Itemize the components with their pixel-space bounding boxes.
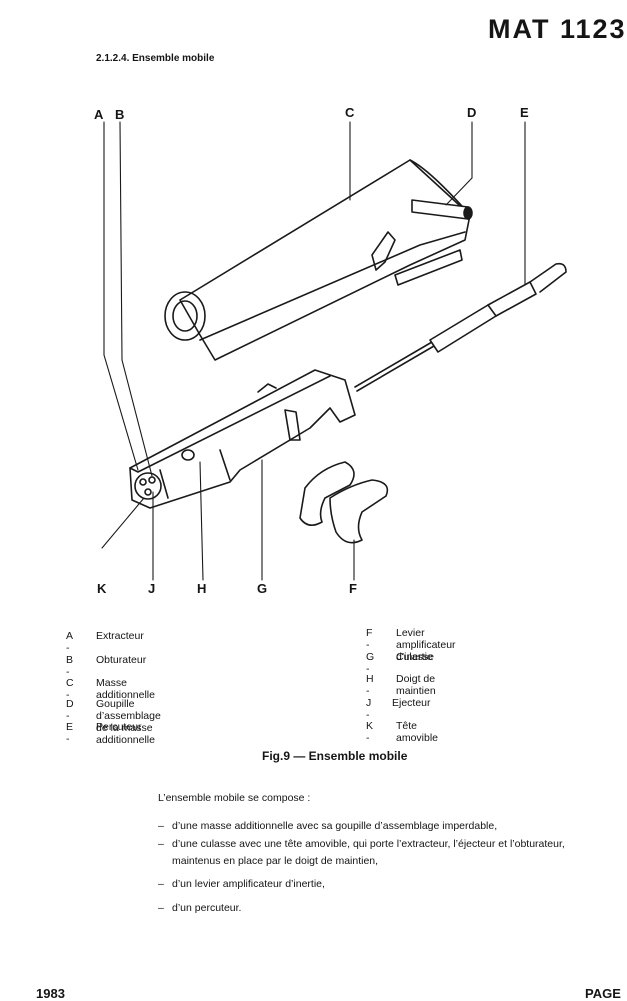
legend-text: Masse additionnelle [96,677,155,701]
legend-key: B - [66,654,74,678]
document-title: MAT 1123 [488,14,627,44]
legend-text: Goupille d’assemblage de la masse additi… [96,698,161,746]
legend-text: Doigt de maintien [396,673,436,697]
figure-caption: Fig.9 — Ensemble mobile [262,749,408,763]
callout-leaders [101,121,526,581]
callout-c: C [345,105,355,120]
legend-key: C - [66,677,74,701]
legend-text: Extracteur [96,630,144,642]
inertia-lever-part [299,461,389,544]
bolt-body-part [129,369,356,509]
callout-h: H [197,581,207,596]
legend-key: A - [66,630,73,654]
legend-text: Ejecteur [392,697,431,709]
legend-key: E - [66,721,74,745]
firing-pin-part [354,262,567,392]
callout-k: K [97,581,107,596]
callout-f: F [349,581,357,596]
list-item-text: d’un percuteur. [172,902,242,914]
callout-g: G [257,581,268,596]
callout-e: E [520,105,529,120]
callout-a: A [94,107,104,122]
additional-mass-part [164,159,471,361]
bullet-dash: – [158,820,164,832]
exploded-view-drawing [101,121,567,581]
bullet-dash: – [158,878,164,890]
legend-text: Obturateur [96,654,147,666]
section-heading: 2.1.2.4. Ensemble mobile [96,53,215,64]
legend-key: J - [366,697,372,721]
callout-b: B [115,107,125,122]
legend-key: K - [366,720,374,744]
footer-page-label: PAGE [585,986,621,1001]
legend-key: F - [366,627,373,651]
callout-j: J [148,581,156,596]
list-item-text: d’une masse additionnelle avec sa goupil… [172,820,498,832]
bullet-dash: – [158,902,164,914]
bullet-dash: – [158,838,164,850]
legend-text: Tête amovible [396,720,439,744]
legend-text: Percuteur [96,721,142,733]
legend-key: G - [366,651,375,675]
assembly-pin-part [411,199,473,220]
legend-key: D - [66,698,74,722]
legend-text: Levier amplificateur d’inertie [396,627,456,663]
list-item-text: d’une culasse avec une tête amovible, qu… [172,838,565,867]
callout-d: D [467,105,477,120]
intro-text: L’ensemble mobile se compose : [158,792,311,804]
list-item-text: d’un levier amplificateur d’inertie, [172,878,325,890]
legend-key: H - [366,673,374,697]
legend-text: Culasse [396,651,434,663]
footer-year: 1983 [36,986,65,1001]
